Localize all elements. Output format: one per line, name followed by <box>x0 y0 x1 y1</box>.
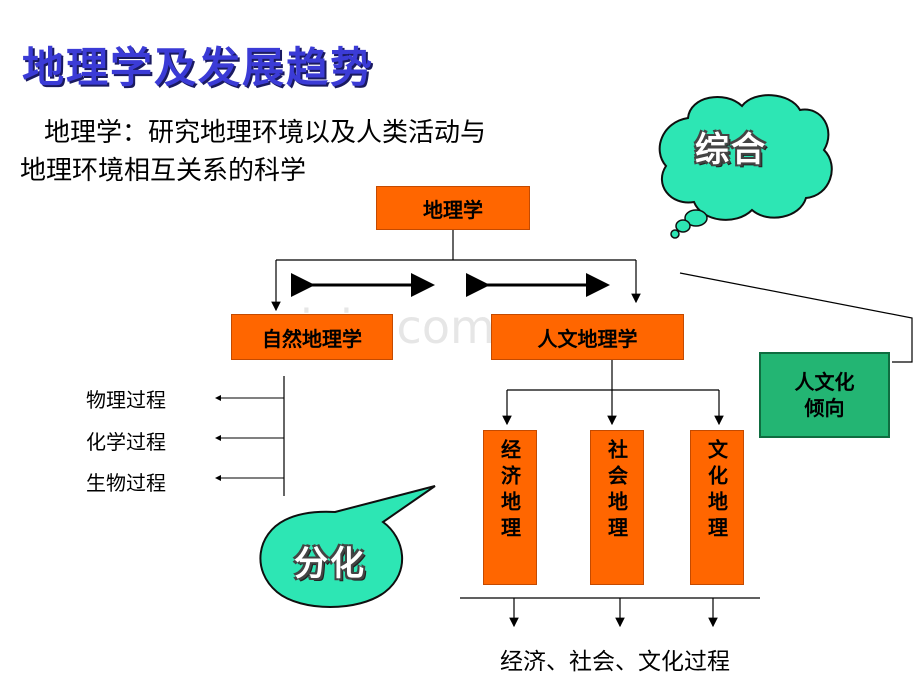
differentiation-speech-bubble <box>259 485 436 608</box>
node-social-geography: 社会地理 <box>590 430 644 585</box>
page-title: 地理学及发展趋势 <box>22 43 375 92</box>
process-biological: 生物过程 <box>86 471 166 495</box>
node-geography: 地理学 <box>376 186 530 230</box>
node-physical-geography: 自然地理学 <box>231 314 393 360</box>
differentiation-label: 分化 <box>294 544 366 584</box>
node-cultural-tendency: 人文化倾向 <box>759 352 890 438</box>
process-physical: 物理过程 <box>86 388 166 412</box>
synthesis-label: 综合 <box>695 130 767 170</box>
node-economic-geography: 经济地理 <box>483 430 537 585</box>
definition-line-2: 地理环境相互关系的科学 <box>20 156 307 186</box>
process-chemical: 化学过程 <box>86 430 166 454</box>
synthesis-thought-bubble <box>658 94 833 239</box>
bottom-processes: 经济、社会、文化过程 <box>500 649 730 675</box>
node-cultural-geography: 文化地理 <box>690 430 744 585</box>
definition-line-1: 地理学：研究地理环境以及人类活动与 <box>44 118 487 148</box>
node-human-geography: 人文地理学 <box>491 314 684 360</box>
